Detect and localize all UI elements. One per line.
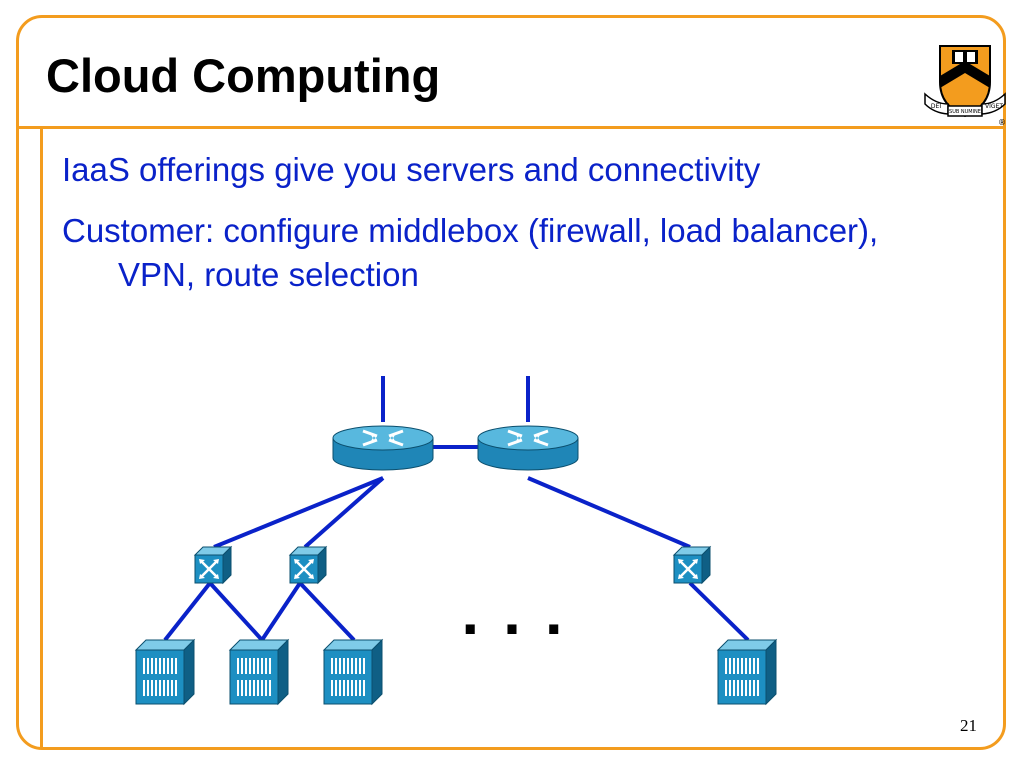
motto-right: VIGET	[985, 103, 1003, 110]
motto-center: SUB NUMINE	[949, 109, 981, 115]
switch-server-link	[208, 581, 264, 642]
motto-left: DEI	[931, 103, 941, 110]
switch-server-link	[688, 581, 750, 642]
bullet-item-2: Customer: configure middlebox (firewall,…	[62, 212, 879, 293]
slide-frame	[16, 15, 1006, 750]
router-switch-link	[527, 476, 691, 549]
server-icon	[717, 639, 777, 705]
server-icon	[229, 639, 289, 705]
router-icon	[331, 424, 435, 472]
header-divider	[18, 126, 1004, 129]
switch-server-link	[163, 581, 212, 642]
router-switch-link	[213, 476, 384, 549]
ellipsis: ...	[461, 576, 586, 648]
router-icon	[476, 424, 580, 472]
switch-icon	[193, 545, 233, 585]
switch-icon	[288, 545, 328, 585]
page-number: 21	[960, 716, 977, 735]
links	[163, 376, 750, 642]
left-divider	[40, 127, 43, 749]
princeton-shield-icon: DEI SUB NUMINE VIGET ®	[924, 45, 1006, 126]
server-icon	[323, 639, 383, 705]
switch-server-link	[298, 581, 356, 642]
server-icon	[135, 639, 195, 705]
router-switch-link	[303, 476, 385, 549]
registered-mark: ®	[998, 118, 1006, 126]
slide-title: Cloud Computing	[46, 49, 441, 102]
switch-server-link	[260, 581, 302, 642]
switch-icon	[672, 545, 712, 585]
bullet-list: IaaS offerings give you servers and conn…	[62, 148, 962, 314]
bullet-item-1: IaaS offerings give you servers and conn…	[62, 151, 761, 188]
